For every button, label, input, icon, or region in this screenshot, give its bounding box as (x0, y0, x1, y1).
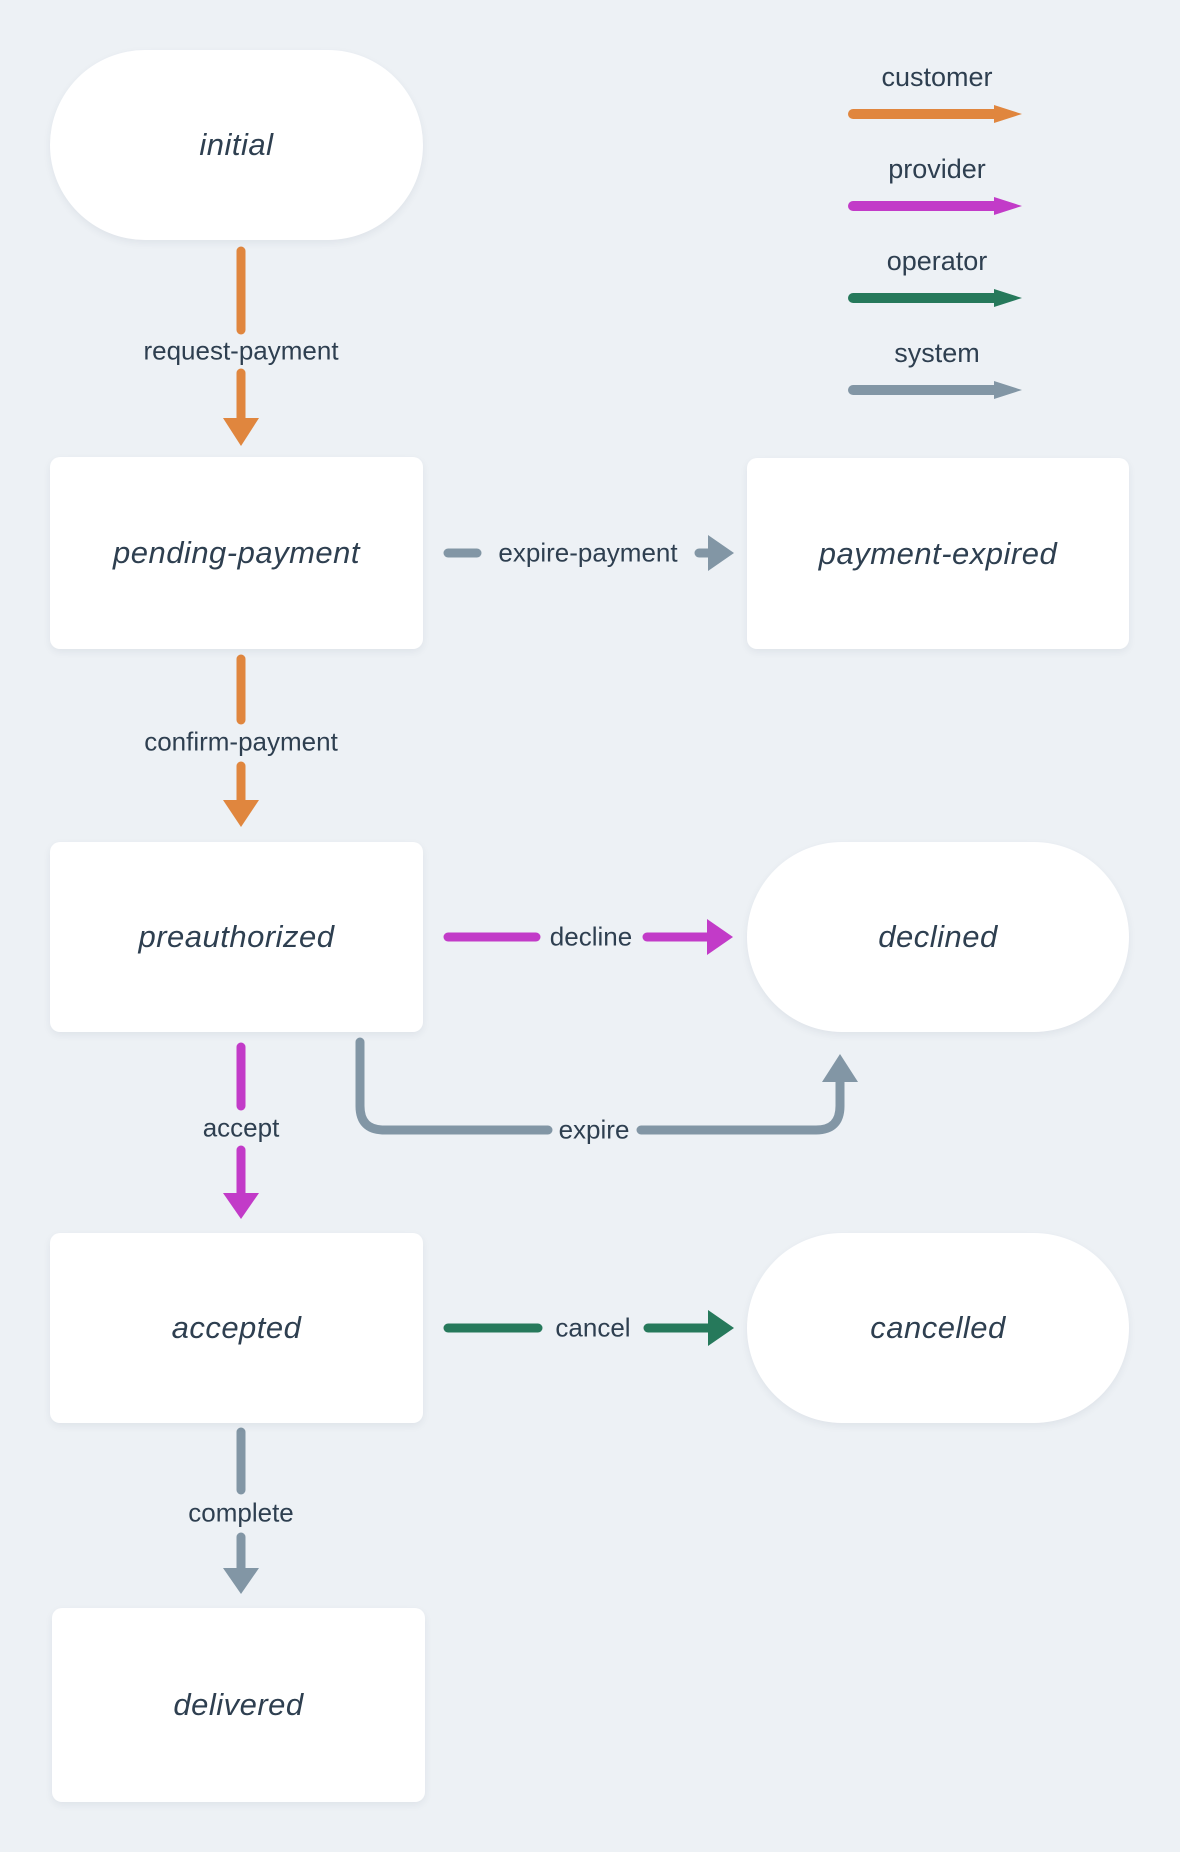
provider-arrow-icon (848, 197, 1022, 215)
arrowhead-down-icon (223, 800, 259, 827)
node-label: payment-expired (818, 535, 1058, 571)
node-label: initial (199, 127, 274, 162)
node-label: delivered (173, 1687, 304, 1722)
node-declined: declined (747, 842, 1129, 1032)
arrowhead-up-icon (822, 1054, 858, 1082)
node-initial: initial (50, 50, 423, 240)
customer-arrow-icon (848, 105, 1022, 123)
legend-item-system: system (848, 338, 1026, 401)
legend-item-customer: customer (848, 62, 1026, 125)
node-label: preauthorized (138, 919, 335, 954)
edge-label-expire-payment: expire-payment (498, 537, 678, 568)
edge-label-expire: expire (558, 1114, 630, 1145)
arrowhead-down-icon (223, 418, 259, 446)
legend-label: customer (881, 62, 993, 92)
node-label: pending-payment (112, 535, 361, 570)
edge-label-complete: complete (188, 1497, 294, 1528)
operator-arrow-icon (848, 289, 1022, 307)
node-pending-payment: pending-payment (50, 457, 423, 649)
system-arrow-icon (848, 381, 1022, 399)
legend-label: provider (888, 154, 986, 184)
node-cancelled: cancelled (747, 1233, 1129, 1423)
legend-label: system (894, 338, 980, 368)
node-preauthorized: preauthorized (50, 842, 423, 1032)
arrowhead-right-icon (708, 1310, 734, 1346)
edge-segment (636, 1077, 845, 1135)
legend-item-operator: operator (848, 246, 1026, 309)
node-payment-expired: payment-expired (747, 458, 1129, 649)
edge-label-accept: accept (202, 1112, 280, 1143)
legend: customer provider operator system (848, 62, 1026, 430)
arrowhead-down-icon (223, 1193, 259, 1219)
arrowhead-right-icon (707, 919, 733, 955)
node-label: declined (878, 919, 998, 954)
arrowhead-down-icon (223, 1568, 259, 1594)
edge-label-request-payment: request-payment (143, 335, 339, 366)
node-delivered: delivered (52, 1608, 425, 1802)
edge-label-confirm-payment: confirm-payment (144, 726, 338, 757)
node-label: accepted (171, 1310, 302, 1345)
legend-label: operator (886, 246, 988, 276)
legend-item-provider: provider (848, 154, 1026, 217)
edge-label-cancel: cancel (555, 1312, 631, 1343)
arrowhead-right-icon (708, 535, 734, 571)
edge-segment (355, 1037, 553, 1135)
node-accepted: accepted (50, 1233, 423, 1423)
node-label: cancelled (870, 1310, 1006, 1345)
edge-label-decline: decline (549, 921, 633, 952)
